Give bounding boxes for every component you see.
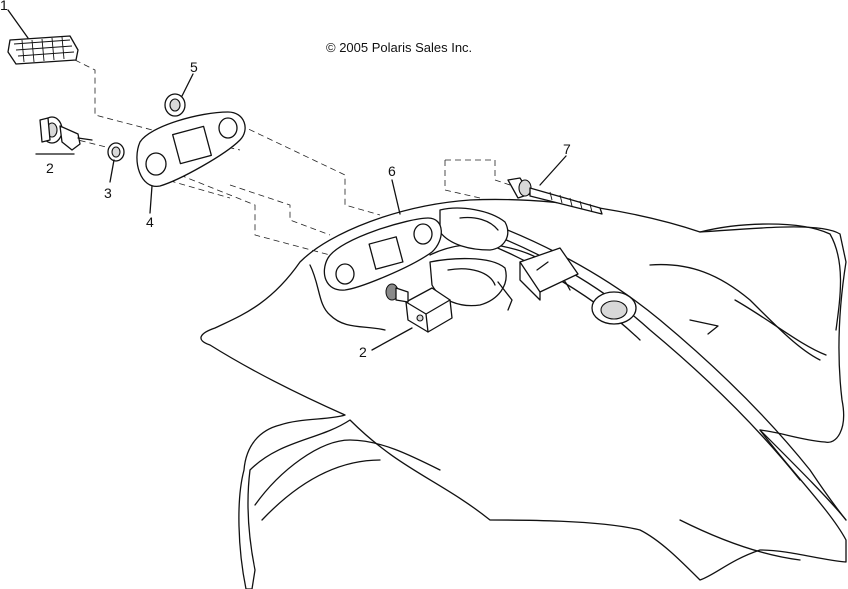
part-4-gasket — [136, 111, 246, 187]
callout-leader-lines — [7, 9, 567, 351]
part-3-nut — [107, 142, 125, 162]
callout-labels: 1 2 3 4 5 6 7 2 — [0, 0, 571, 360]
part-6-plate — [323, 217, 442, 291]
part-5-clip — [164, 93, 186, 117]
callout-4: 4 — [146, 214, 154, 230]
callout-2-switch: 2 — [359, 344, 367, 360]
part-2-switch-lower — [385, 283, 453, 333]
callout-1: 1 — [0, 0, 8, 13]
callout-7: 7 — [563, 141, 571, 157]
part-2-connector-left — [35, 116, 93, 155]
part-1-reflector — [7, 35, 79, 65]
callout-5: 5 — [190, 59, 198, 75]
copyright-text: © 2005 Polaris Sales Inc. — [326, 40, 472, 55]
part-7-bolt — [507, 177, 603, 215]
callout-3: 3 — [104, 185, 112, 201]
rear-fender — [200, 198, 847, 589]
callout-2-connector: 2 — [46, 160, 54, 176]
callout-6: 6 — [388, 163, 396, 179]
